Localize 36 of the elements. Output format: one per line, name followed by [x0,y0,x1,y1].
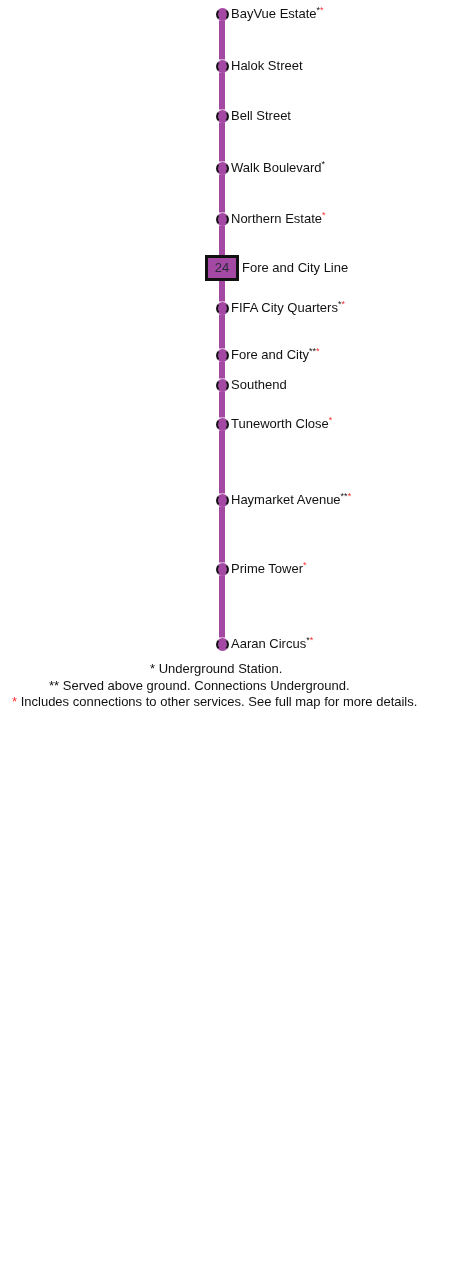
station-name: Southend [231,377,287,393]
route-line [219,575,225,638]
station-marker [215,301,229,315]
station-marker [215,161,229,175]
route-line [219,20,225,60]
station-marker [215,348,229,362]
footnote: ** Served above ground. Connections Underground. [49,678,350,694]
station-name: Tuneworth Close$^{*}$ [231,416,333,432]
footnote: * Underground Station. [150,661,283,677]
station-marker [215,378,229,392]
route-line [219,225,225,255]
station-marker [215,212,229,226]
station-name: Halok Street [231,58,303,74]
station-marker [215,637,229,651]
route-line [219,391,225,418]
station-marker [215,562,229,576]
station-name: Walk Boulevard$^{*}$ [231,160,326,176]
route-line [219,281,225,302]
line-number-box: 24 [205,255,239,281]
station-marker [215,109,229,123]
route-line [219,174,225,213]
station-name: Northern Estate$^{*}$ [231,211,326,227]
station-name: Prime Tower$^{*}$ [231,561,307,577]
route-line [219,430,225,494]
station-marker [215,7,229,21]
station-name: Bell Street [231,108,291,124]
station-marker [215,493,229,507]
line-name: Fore and City Line [242,260,349,276]
station-marker [215,417,229,431]
route-line [219,72,225,110]
route-line [219,314,225,349]
route-line [219,361,225,379]
footnote: * Includes connections to other services. See full map for more details. [12,694,418,710]
station-marker [215,59,229,73]
route-line [219,506,225,563]
route-line [219,122,225,162]
